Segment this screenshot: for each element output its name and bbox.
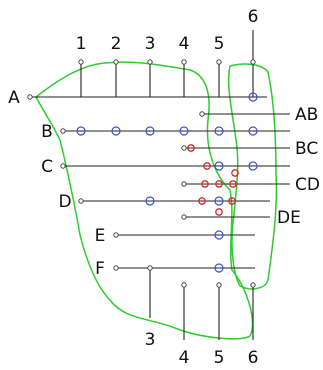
column-label-6: 6: [248, 7, 259, 27]
blue-marker: [145, 126, 155, 136]
endpoint-dot: [78, 59, 84, 65]
blue-marker: [111, 126, 121, 136]
red-marker: [229, 180, 237, 188]
endpoint-dot: [181, 181, 187, 187]
row-label-DE: DE: [277, 208, 301, 228]
red-marker: [198, 197, 206, 205]
row-label-BC: BC: [295, 139, 318, 159]
blue-marker: [248, 161, 258, 171]
row-label-C: C: [41, 157, 53, 177]
outline-main: [35, 61, 254, 340]
endpoint-dot: [216, 282, 222, 288]
blue-marker: [145, 196, 155, 206]
blue-marker: [179, 126, 189, 136]
blue-marker: [214, 161, 224, 171]
endpoint-dot: [113, 232, 119, 238]
red-marker: [203, 162, 211, 170]
endpoint-dot: [181, 59, 187, 65]
endpoint-dot: [147, 59, 153, 65]
endpoint-dot: [147, 265, 153, 271]
endpoint-dot: [113, 265, 119, 271]
endpoint-dot: [181, 214, 187, 220]
column-label-2: 2: [111, 34, 122, 54]
blue-marker: [76, 126, 86, 136]
column-label-5: 5: [214, 34, 225, 54]
row-label-D: D: [58, 192, 71, 212]
blue-marker: [214, 196, 224, 206]
column-label-1: 1: [76, 34, 87, 54]
column-label-3-bottom: 3: [145, 330, 156, 350]
endpoint-dot: [216, 59, 222, 65]
endpoint-dot: [181, 145, 187, 151]
endpoint-dot: [113, 59, 119, 65]
red-marker: [201, 180, 209, 188]
row-label-B: B: [41, 122, 53, 142]
endpoint-dot: [181, 282, 187, 288]
row-label-AB: AB: [295, 105, 318, 125]
endpoint-dot: [78, 198, 84, 204]
column-label-5-bottom: 5: [214, 348, 225, 368]
red-marker: [215, 208, 223, 216]
row-label-F: F: [95, 259, 105, 279]
column-label-6-bottom: 6: [248, 348, 259, 368]
column-label-4: 4: [179, 34, 190, 54]
endpoint-dot: [27, 94, 33, 100]
endpoint-dot: [199, 111, 205, 117]
outline-right: [227, 63, 278, 290]
endpoint-dot: [250, 59, 256, 65]
column-label-4-bottom: 4: [179, 348, 190, 368]
red-marker: [228, 197, 236, 205]
blue-marker: [214, 230, 224, 240]
endpoint-dot: [60, 128, 66, 134]
column-label-3: 3: [145, 34, 156, 54]
blue-marker: [214, 263, 224, 273]
endpoint-dot: [250, 282, 256, 288]
row-label-CD: CD: [295, 175, 320, 195]
red-marker: [215, 180, 223, 188]
red-marker: [187, 144, 195, 152]
endpoint-dot: [60, 163, 66, 169]
row-label-E: E: [95, 226, 106, 246]
blue-marker: [214, 126, 224, 136]
blue-marker: [248, 126, 258, 136]
blue-marker: [248, 92, 258, 102]
row-label-A: A: [8, 88, 20, 108]
red-marker: [231, 169, 239, 177]
